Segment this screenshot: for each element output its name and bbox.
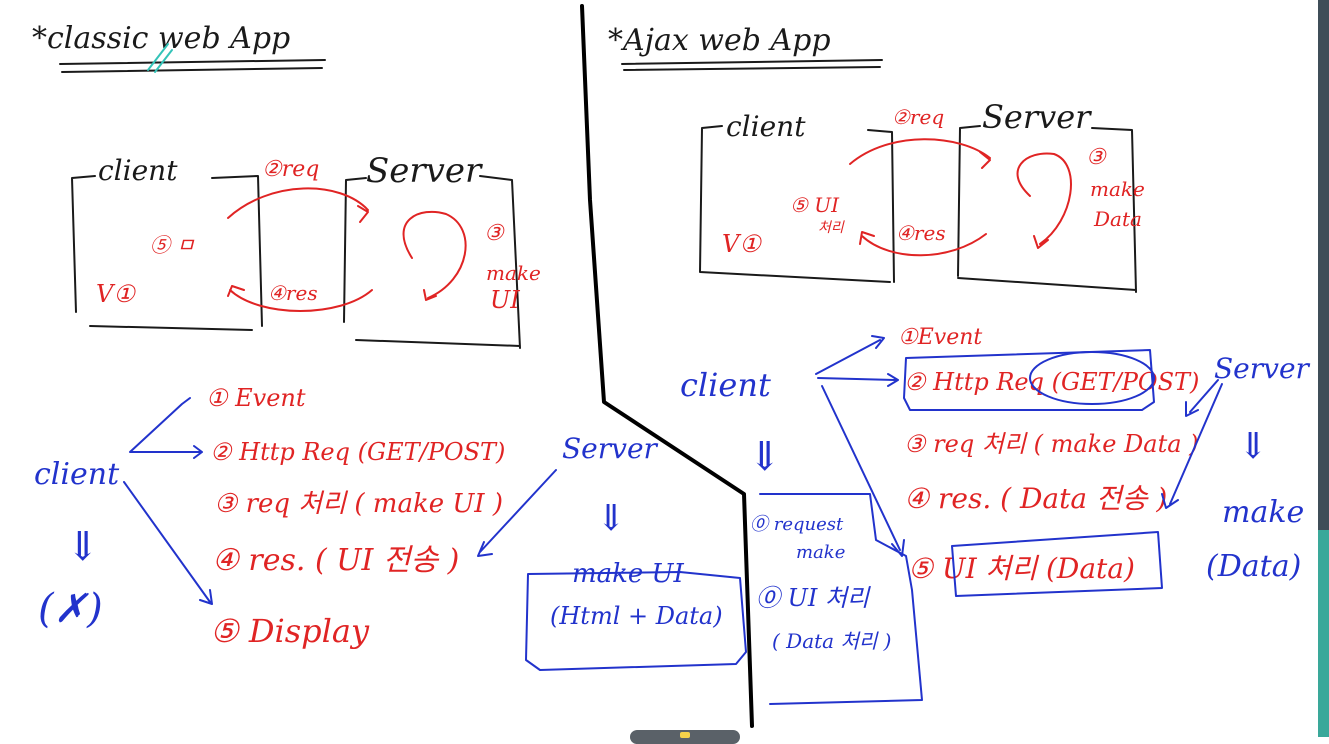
- ajax-step5-a: ⑤ UI: [790, 193, 840, 217]
- ajax-step3-num: ③: [1086, 145, 1107, 170]
- ajax-step1: V①: [722, 230, 762, 258]
- classic-server-to-res-arrow: [477, 469, 557, 557]
- ajax-flow-item: ④ res. ( Data 전송 ): [904, 482, 1167, 515]
- ajax-flow-arrows: [815, 335, 905, 557]
- classic-flow-client: client: [34, 457, 120, 492]
- sidebar-accent: [1318, 530, 1329, 737]
- classic-client-box: [71, 175, 263, 331]
- right-sidebar-strip: [1318, 0, 1329, 737]
- classic-flow-client-arrow: ⇓: [66, 524, 100, 570]
- classic-client-label: client: [98, 154, 178, 187]
- ajax-flow-client-arrow: ⇓: [748, 434, 782, 480]
- ajax-method-circle: [1029, 351, 1155, 405]
- classic-flow-arrows: [123, 397, 213, 605]
- classic-server-box: [343, 175, 521, 349]
- ajax-flow-item: ③ req 처리 ( make Data ): [904, 430, 1199, 458]
- ajax-http-req-box: [903, 349, 1155, 411]
- classic-req-arrow: [227, 187, 369, 223]
- ajax-server-result-line1: make: [1222, 495, 1304, 530]
- ajax-box-line4: ( Data 처리 ): [772, 629, 891, 653]
- classic-title-underline: [59, 59, 326, 73]
- ajax-title: *Ajax web App: [608, 23, 831, 58]
- classic-step3-b: UI: [490, 286, 520, 314]
- classic-step5: ⑤ ㅁ: [150, 233, 195, 257]
- classic-res-arrow: [227, 285, 373, 312]
- ajax-title-underline: [621, 59, 883, 71]
- classic-flow-item: ⑤ Display: [210, 612, 370, 650]
- classic-title: *classic web App: [32, 21, 290, 56]
- ajax-client-label: client: [726, 110, 806, 143]
- handle-indicator: [680, 732, 690, 738]
- classic-step3-a: make: [486, 261, 541, 285]
- classic-server-result-box: [525, 571, 747, 671]
- classic-step4: ④res: [268, 281, 318, 305]
- classic-flow-item: ② Http Req (GET/POST): [210, 438, 505, 466]
- ajax-step2: ②req: [892, 105, 944, 129]
- ajax-flow-items: ①Event ② Http Req (GET/POST) ③ req 처리 ( …: [898, 325, 1199, 585]
- ajax-flow-item: ② Http Req (GET/POST): [904, 368, 1199, 396]
- ajax-box-line3: ⓪ UI 처리: [756, 584, 871, 612]
- ajax-server-arrows: [1161, 379, 1223, 509]
- ajax-res-arrow: [859, 231, 987, 257]
- ajax-client-process-box: [759, 493, 923, 705]
- ajax-server-box: [957, 125, 1137, 293]
- classic-step1: V①: [96, 280, 136, 308]
- classic-flow-item: ④ res. ( UI 전송 ): [212, 543, 459, 578]
- ajax-flow-client: client: [680, 366, 771, 404]
- ajax-process-loop: [1016, 152, 1072, 249]
- classic-flow-items: ① Event ② Http Req (GET/POST) ③ req 처리 (…: [206, 384, 505, 650]
- ajax-step3-b: Data: [1093, 207, 1142, 231]
- ajax-box-line1: ⓪ request: [750, 514, 844, 535]
- classic-flow-server: Server: [562, 432, 659, 465]
- ajax-box-line2: make: [796, 542, 845, 563]
- classic-server-label: Server: [366, 151, 483, 191]
- ajax-step3-a: make: [1090, 177, 1145, 201]
- classic-flow-server-arrow: ⇓: [596, 498, 626, 539]
- classic-process-loop: [402, 210, 467, 301]
- ajax-ui-data-box: [951, 531, 1163, 597]
- classic-step2: ②req: [262, 157, 319, 182]
- ajax-step4: ④res: [896, 221, 946, 245]
- highlight-mark: [147, 43, 173, 73]
- ajax-flow-server: Server: [1214, 352, 1311, 385]
- classic-step3-num: ③: [484, 221, 505, 246]
- classic-server-box-line1: make UI: [572, 559, 684, 589]
- classic-server-box-line2: (Html + Data): [550, 602, 723, 630]
- classic-flow-client-result: (✗): [38, 586, 103, 632]
- center-divider-line: [580, 4, 754, 728]
- ajax-step5-b: 처리: [818, 220, 845, 236]
- ajax-flow-server-arrow: ⇓: [1238, 426, 1268, 467]
- ajax-req-arrow: [849, 138, 991, 169]
- ajax-flow-item: ⑤ UI 처리 (Data): [908, 552, 1135, 585]
- bottom-toolbar-handle[interactable]: [630, 730, 740, 744]
- ajax-client-box: [699, 125, 895, 283]
- ajax-flow-item: ①Event: [898, 325, 982, 350]
- ajax-server-result-line2: (Data): [1206, 549, 1301, 584]
- classic-flow-item: ③ req 처리 ( make UI ): [214, 489, 503, 519]
- classic-flow-item: ① Event: [206, 384, 306, 412]
- ajax-server-label: Server: [982, 98, 1092, 136]
